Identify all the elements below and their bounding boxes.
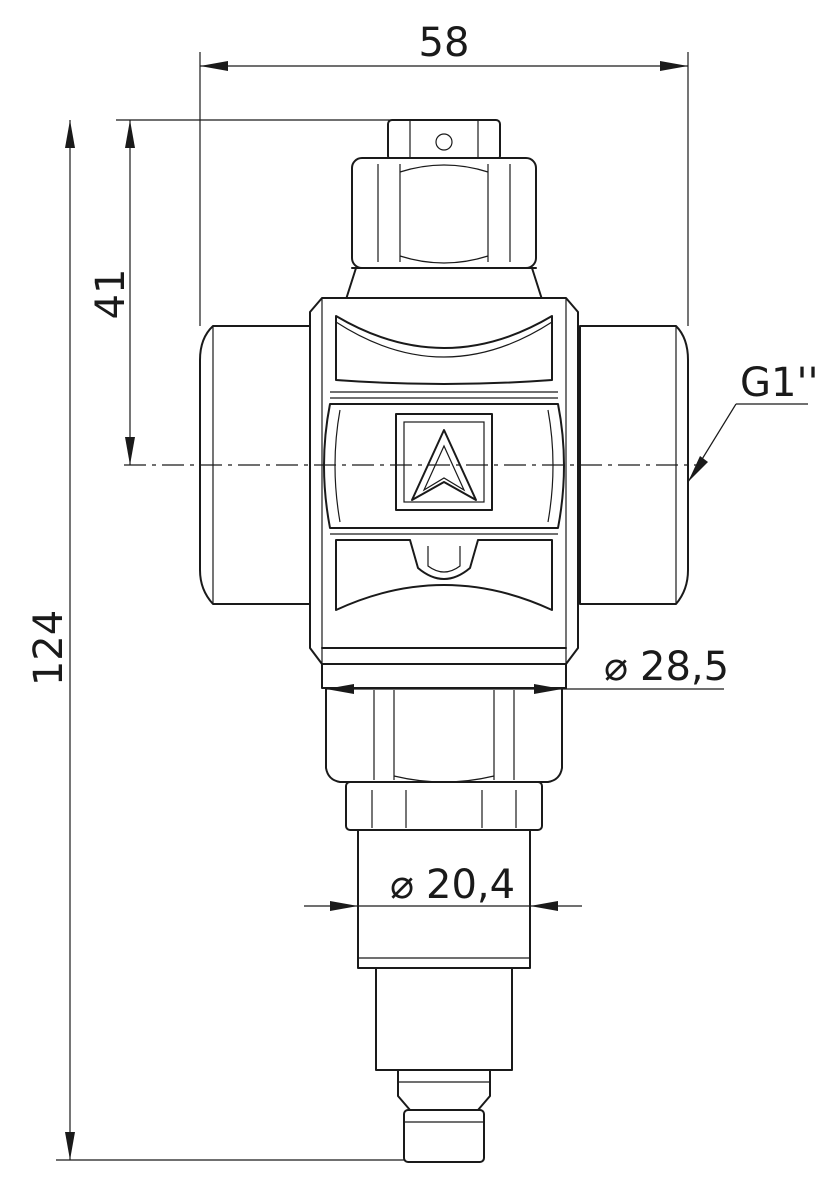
thread-label: G1'' [740, 360, 818, 406]
stem [375, 967, 513, 1071]
dimension-41-label: 41 [88, 269, 134, 320]
dimension-diameter-upper: ⌀ 28,5 [326, 644, 729, 694]
dimension-height-to-centerline: 41 [88, 119, 392, 465]
dimension-124-label: 124 [26, 610, 72, 686]
coupling-nipple [397, 1069, 491, 1163]
diameter-lower-symbol: ⌀ [390, 862, 414, 908]
diameter-upper-symbol: ⌀ [604, 644, 628, 690]
logo-emblem [395, 413, 493, 511]
diameter-upper-label: 28,5 [640, 644, 729, 690]
top-hex-nut [351, 119, 537, 269]
diameter-lower-label: 20,4 [426, 862, 515, 908]
thread-callout: G1'' [687, 360, 818, 483]
collar [345, 781, 543, 831]
dimension-overall-width: 58 [199, 20, 689, 326]
valve-drawing [199, 119, 689, 1163]
dimension-overall-height: 124 [26, 120, 404, 1161]
dimension-diameter-lower: ⌀ 20,4 [304, 862, 582, 911]
lower-hex-nut [321, 663, 567, 783]
dimension-width-label: 58 [419, 20, 470, 66]
lower-cylinder [357, 829, 531, 969]
